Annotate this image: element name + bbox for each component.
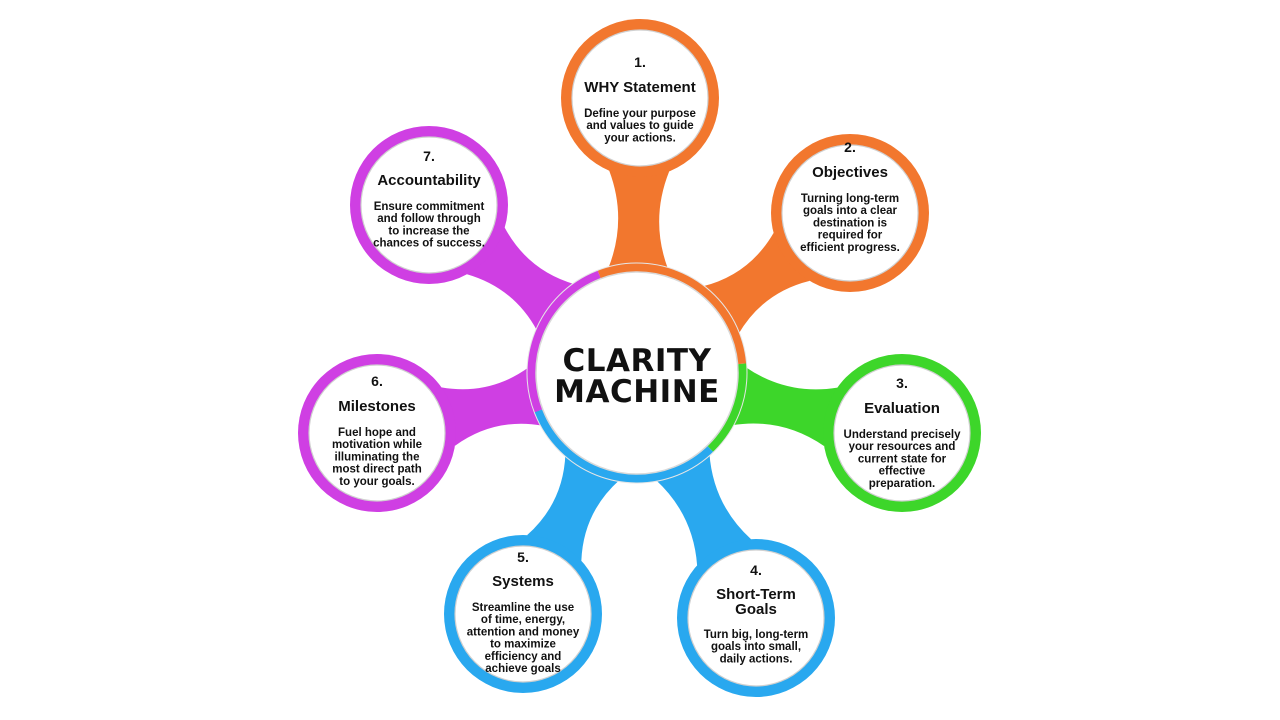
node-6-description-line: to your goals. [339,476,414,488]
node-4-description-line: Turn big, long-term [704,629,809,641]
node-5-description-line: efficiency and [485,651,562,663]
node-3-face [833,364,971,502]
center-title-line-2: MACHINE [554,374,720,410]
node-2-title: Objectives [812,164,888,181]
node-2-description-line: required for [818,230,883,242]
node-1-face [571,29,709,167]
node-3-number: 3. [896,375,908,391]
node-6-face [308,364,446,502]
node-4-description-line: goals into small, [711,641,801,653]
hub-outer-ring [526,262,748,484]
node-7-description-line: Ensure commitment [374,201,485,213]
node-2-number: 2. [844,139,856,155]
node-1-description-line: Define your purpose [584,108,696,120]
node-7-number: 7. [423,148,435,164]
connector-1 [608,170,670,270]
node-3-description-line: effective [879,466,926,478]
connector-7 [466,227,575,331]
node-1-description-line: and values to guide [586,120,693,132]
node-1-title: WHY Statement [584,79,695,96]
node-7-description-line: chances of success. [373,238,485,250]
node-5-number: 5. [517,549,529,565]
node-2-description-line: goals into a clear [803,205,897,217]
node-4-title: Goals [735,601,777,618]
connector-2 [702,232,810,335]
node-3-description-line: Understand precisely [844,429,962,441]
node-7-title: Accountability [377,172,481,189]
node-4-title: Short-Term [716,586,796,603]
connector-4 [655,453,752,566]
center-hub: CLARITY MACHINE [526,262,748,484]
node-3-description-line: current state for [858,453,947,465]
node-3-description-line: your resources and [849,441,956,453]
hub-inner-circle [535,271,739,475]
node-6-description-line: Fuel hope and [338,427,416,439]
node-1-number: 1. [634,54,646,70]
node-4-description-line: daily actions. [720,653,793,665]
node-6-description-line: motivation while [332,439,422,451]
connectors [441,170,838,566]
node-6-description-line: illuminating the [335,451,420,463]
node-5-description-line: to maximize [490,639,556,651]
node-2-face [781,144,919,282]
node-4-face [687,549,825,687]
node-6-description-line: most direct path [332,464,421,476]
node-6-number: 6. [371,373,383,389]
connector-6 [441,367,543,446]
node-3-title: Evaluation [864,400,940,417]
node-5-description-line: of time, energy, [481,614,565,626]
node-3-description-line: preparation. [869,478,935,490]
node-5-face [454,545,592,683]
node-6-title: Milestones [338,398,416,415]
node-2-description-line: destination is [813,217,887,229]
node-4-number: 4. [750,562,762,578]
node-2-description-line: Turning long-term [801,193,899,205]
node-7-description-line: to increase the [388,225,469,237]
connector-5 [527,454,620,561]
connector-3 [731,366,838,447]
node-5-description-line: attention and money [467,626,580,638]
node-7-face [360,136,498,274]
node-5-description-line: Streamline the use [472,602,574,614]
node-5-title: Systems [492,573,554,590]
center-title-line-1: CLARITY [563,343,712,379]
node-1-description-line: your actions. [604,132,676,144]
node-5-description-line: achieve goals [485,663,560,675]
node-7-description-line: and follow through [377,213,480,225]
node-2-description-line: efficient progress. [800,242,900,254]
